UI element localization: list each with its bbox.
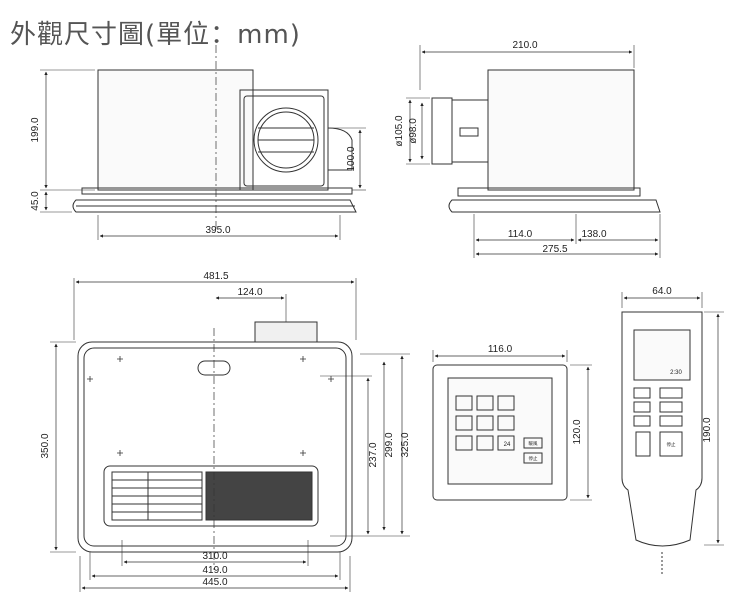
dim-325: 325.0	[400, 432, 411, 457]
screw-marks	[87, 356, 334, 456]
dim-114: 114.0	[508, 229, 533, 240]
remote-screen	[633, 329, 691, 381]
duct-opening	[253, 107, 319, 173]
dim-105: ø105.0	[394, 115, 405, 147]
dim-100: 100.0	[346, 146, 357, 171]
dim-199: 199.0	[30, 117, 41, 142]
dim-237: 237.0	[368, 442, 379, 467]
remote-time-display: 2:30	[670, 370, 682, 376]
page-title: 外觀尺寸圖(單位：mm)	[10, 20, 301, 50]
dim-190: 190.0	[702, 417, 713, 442]
dim-445: 445.0	[202, 577, 227, 588]
panel-stop-button[interactable]: 停止	[529, 455, 538, 462]
duct-top	[254, 321, 318, 343]
dim-275: 275.5	[542, 244, 567, 255]
grille-dark	[205, 471, 313, 521]
end-base	[457, 187, 641, 197]
dim-124: 124.0	[237, 287, 262, 298]
dim-98: ø98.0	[408, 118, 419, 144]
end-grille	[448, 199, 661, 213]
control-panel	[432, 350, 592, 501]
remote-stop-button[interactable]: 停止	[667, 441, 676, 448]
dim-120: 120.0	[572, 419, 583, 444]
front-view	[50, 278, 410, 592]
duct-stub	[451, 99, 489, 163]
front-frame	[77, 341, 353, 553]
unit-body	[97, 69, 254, 191]
dim-481: 481.5	[203, 271, 228, 282]
dim-116: 116.0	[488, 344, 513, 355]
remote-body	[621, 311, 703, 547]
dim-45: 45.0	[30, 191, 41, 211]
side-view	[40, 45, 366, 240]
dim-138: 138.0	[581, 229, 606, 240]
dim-350: 350.0	[40, 433, 51, 458]
duct-housing	[239, 89, 329, 191]
dim-419: 419.0	[202, 565, 227, 576]
dim-310: 310.0	[202, 551, 227, 562]
panel-24-button[interactable]: 24	[504, 442, 511, 448]
end-view	[406, 45, 661, 258]
dim-64: 64.0	[652, 286, 672, 297]
grille-frame	[72, 199, 357, 213]
panel-warm-button[interactable]: 暖風	[529, 440, 538, 447]
dim-299: 299.0	[384, 432, 395, 457]
dim-210: 210.0	[512, 40, 537, 51]
base-plate	[81, 187, 353, 195]
end-body	[487, 69, 635, 191]
dim-395: 395.0	[205, 225, 230, 236]
remote-control	[621, 292, 724, 575]
